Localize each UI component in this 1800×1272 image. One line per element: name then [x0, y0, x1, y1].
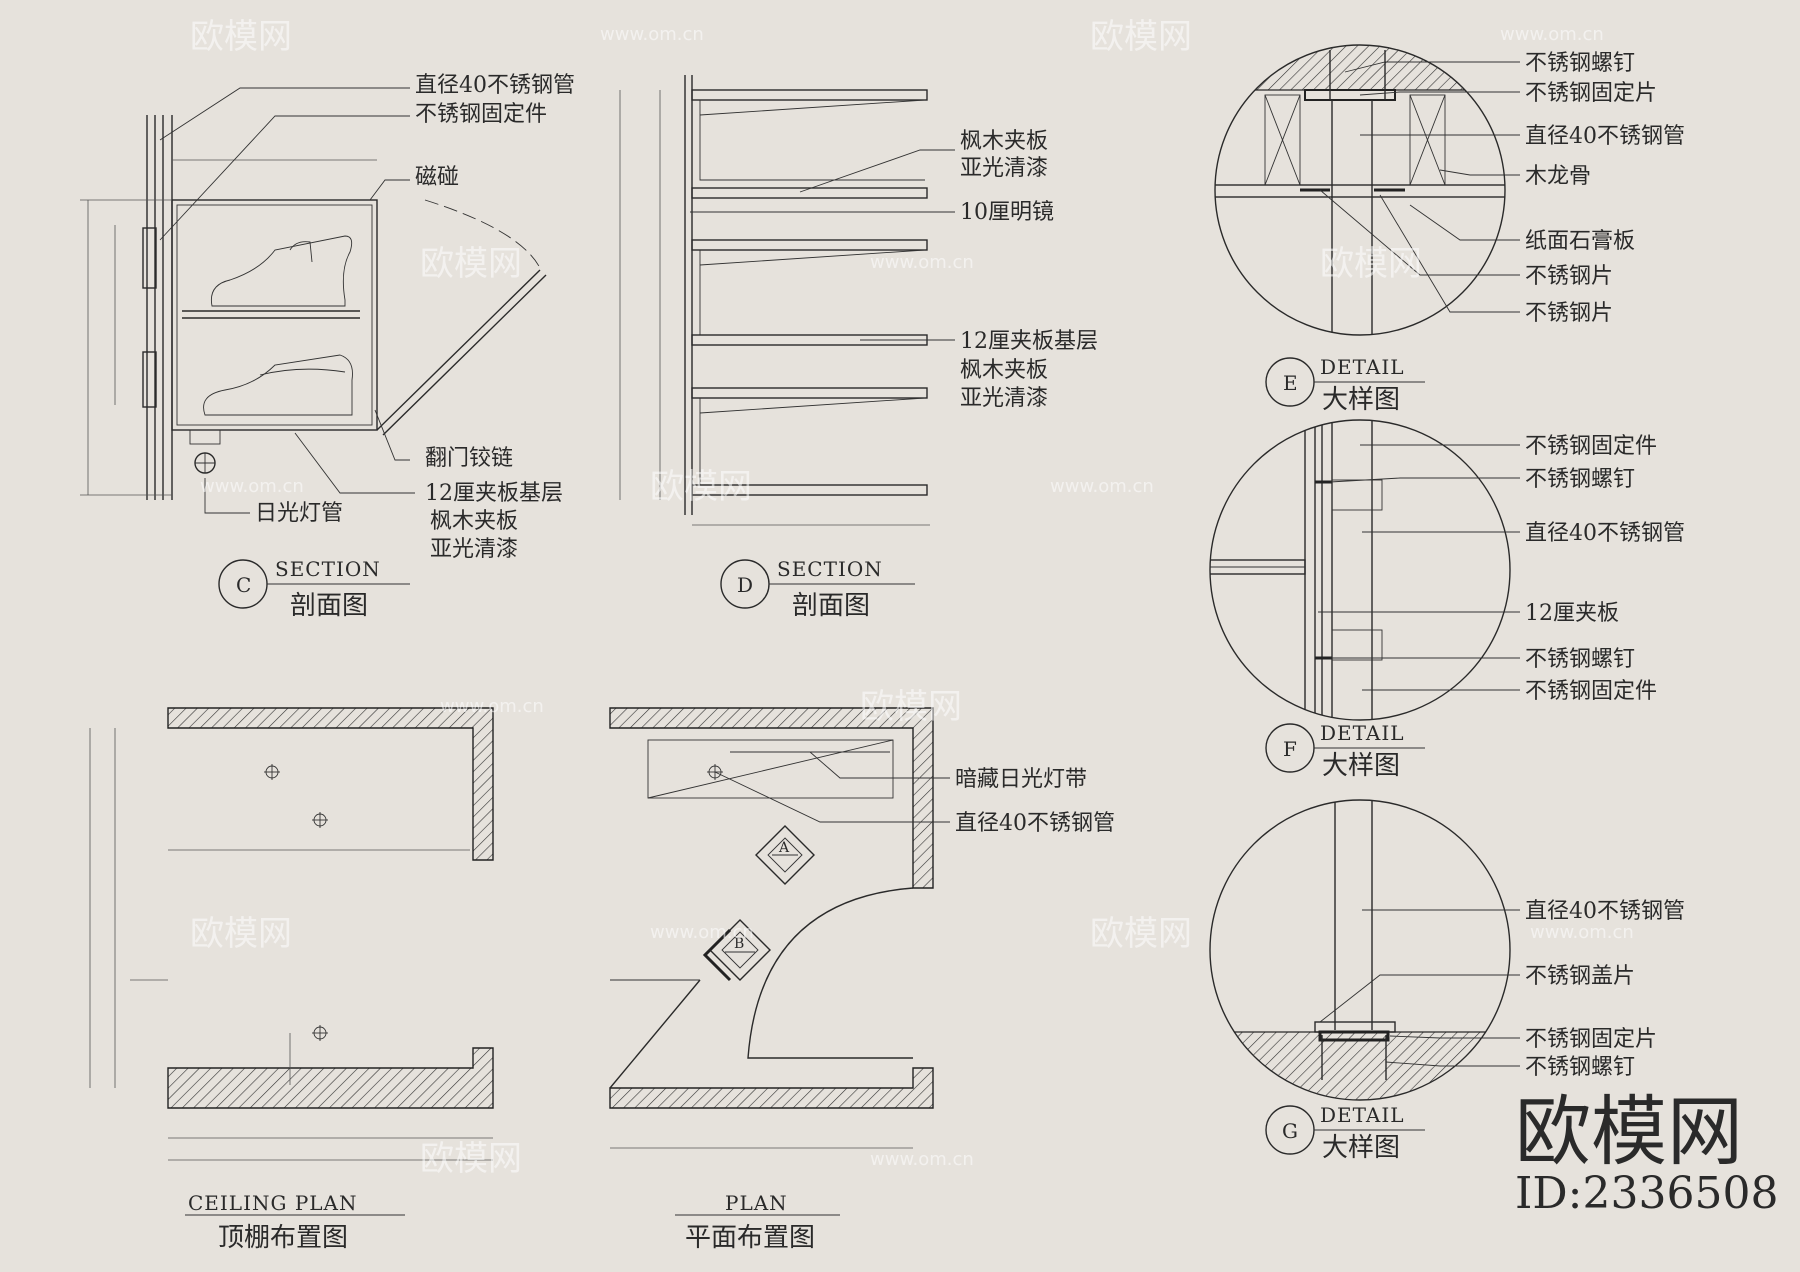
g-title-en: DETAIL	[1320, 1103, 1405, 1127]
watermark-url: www.om.cn	[600, 24, 704, 45]
e-label-screw: 不锈钢螺钉	[1525, 51, 1635, 76]
watermark-url: www.om.cn	[440, 696, 544, 717]
plan-label-tube: 直径40不锈钢管	[955, 811, 1115, 836]
section-marker-b: B	[702, 919, 771, 982]
brand-logo-text: 欧模网	[1515, 1087, 1743, 1176]
watermark-brand: 欧模网	[1090, 914, 1192, 954]
section-c: 直径40不锈钢管 不锈钢固定件 磁碰 翻门铰链 12厘夹板基层 枫木夹板 亚光清…	[80, 73, 575, 621]
f-title-cn: 大样图	[1322, 751, 1400, 781]
f-label-tube: 直径40不锈钢管	[1525, 521, 1685, 546]
e-label-plate: 不锈钢固定片	[1525, 81, 1657, 106]
watermark-brand: 欧模网	[650, 467, 752, 507]
e-label-joist: 木龙骨	[1525, 164, 1591, 189]
f-title-en: DETAIL	[1320, 721, 1405, 745]
f-marker: F	[1283, 737, 1297, 761]
watermark-brand: 欧模网	[860, 687, 962, 727]
ceiling-title-cn: 顶棚布置图	[218, 1223, 348, 1253]
watermark-url: www.om.cn	[200, 476, 304, 497]
g-label-screw: 不锈钢螺钉	[1525, 1055, 1635, 1080]
watermark-brand: 欧模网	[420, 1139, 522, 1179]
d-marker: D	[737, 573, 753, 597]
c-label-fixing: 不锈钢固定件	[415, 102, 547, 127]
g-label-plate: 不锈钢固定片	[1525, 1027, 1657, 1052]
plan-label-light-strip: 暗藏日光灯带	[955, 767, 1087, 792]
c-title-en: SECTION	[275, 557, 381, 581]
section-marker-a: A	[755, 825, 815, 885]
g-label-tube: 直径40不锈钢管	[1525, 899, 1685, 924]
detail-f: 不锈钢固定件 不锈钢螺钉 直径40不锈钢管 12厘夹板 不锈钢螺钉 不锈钢固定件…	[1209, 419, 1685, 781]
d-label-plywood-base: 12厘夹板基层	[960, 329, 1098, 354]
d-label-lacquer: 亚光清漆	[960, 156, 1048, 181]
brand-stamp: 欧模网 ID:2336508	[1515, 1087, 1778, 1219]
c-label-light: 日光灯管	[255, 501, 343, 526]
f-label-screw: 不锈钢螺钉	[1525, 467, 1635, 492]
detail-e: 不锈钢螺钉 不锈钢固定片 直径40不锈钢管 木龙骨 纸面石膏板 不锈钢片 不锈钢…	[1214, 44, 1685, 415]
f-label-plywood: 12厘夹板	[1525, 601, 1619, 626]
watermark-brand: 欧模网	[190, 17, 292, 57]
c-label-magnet: 磁碰	[415, 165, 459, 190]
section-d: 枫木夹板 亚光清漆 10厘明镜 12厘夹板基层 枫木夹板 亚光清漆 D SECT…	[619, 75, 1098, 621]
watermark-url: www.om.cn	[1530, 922, 1634, 943]
watermark-url: www.om.cn	[870, 252, 974, 273]
g-marker: G	[1282, 1119, 1298, 1143]
f-label-fixing-2: 不锈钢固定件	[1525, 679, 1657, 704]
watermark-url: www.om.cn	[870, 1149, 974, 1170]
watermark-url: www.om.cn	[1500, 24, 1604, 45]
g-label-cover: 不锈钢盖片	[1525, 964, 1635, 989]
e-label-gypsum: 纸面石膏板	[1525, 229, 1635, 254]
g-title-cn: 大样图	[1322, 1133, 1400, 1163]
e-title-cn: 大样图	[1322, 385, 1400, 415]
d-label-maple-2: 枫木夹板	[960, 358, 1048, 383]
d-label-lacquer-2: 亚光清漆	[960, 386, 1048, 411]
ceiling-title-en: CEILING PLAN	[188, 1191, 358, 1215]
d-title-cn: 剖面图	[792, 591, 870, 621]
e-label-sheet-1: 不锈钢片	[1525, 264, 1613, 289]
watermark-brand: 欧模网	[420, 244, 522, 284]
d-label-mirror: 10厘明镜	[960, 200, 1054, 225]
watermark-brand: 欧模网	[1090, 17, 1192, 57]
c-title-cn: 剖面图	[290, 591, 368, 621]
floor-plan: A B 暗藏日光灯带 直径40不锈钢管 PLAN 平面布置图	[609, 707, 1115, 1253]
watermark-brand: 欧模网	[190, 914, 292, 954]
brand-id: ID:2336508	[1515, 1168, 1778, 1219]
d-label-maple: 枫木夹板	[960, 129, 1048, 154]
plan-title-cn: 平面布置图	[685, 1223, 815, 1253]
plan-title-en: PLAN	[725, 1191, 788, 1215]
ceiling-plan: CEILING PLAN 顶棚布置图	[89, 707, 494, 1253]
c-label-plywood-base: 12厘夹板基层	[425, 481, 563, 506]
c-marker: C	[236, 573, 251, 597]
e-label-sheet-2: 不锈钢片	[1525, 301, 1613, 326]
f-label-screw-2: 不锈钢螺钉	[1525, 647, 1635, 672]
watermarks: 欧模网 欧模网 www.om.cn www.om.cn 欧模网 www.om.c…	[190, 17, 1634, 1179]
e-label-tube: 直径40不锈钢管	[1525, 124, 1685, 149]
c-label-lacquer: 亚光清漆	[430, 537, 518, 562]
c-label-maple: 枫木夹板	[430, 509, 518, 534]
c-label-tube: 直径40不锈钢管	[415, 73, 575, 98]
f-label-fixing: 不锈钢固定件	[1525, 434, 1657, 459]
marker-a-text: A	[778, 840, 790, 856]
watermark-url: www.om.cn	[1050, 476, 1154, 497]
watermark-url: www.om.cn	[650, 922, 754, 943]
marker-b-text: B	[734, 936, 744, 952]
d-title-en: SECTION	[777, 557, 883, 581]
e-title-en: DETAIL	[1320, 355, 1405, 379]
c-label-hinge: 翻门铰链	[425, 446, 513, 471]
watermark-brand: 欧模网	[1320, 244, 1422, 284]
e-marker: E	[1283, 371, 1298, 395]
